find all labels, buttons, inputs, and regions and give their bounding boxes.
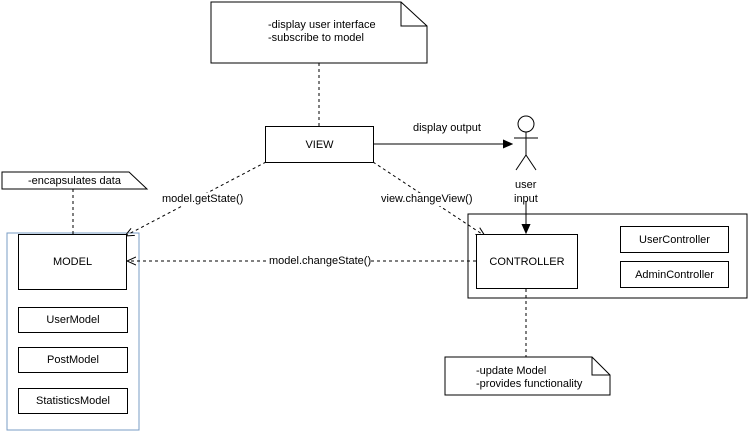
model-note-text: -encapsulates data <box>28 175 121 187</box>
controller-note-text: -update Model -provides functionality <box>476 365 583 390</box>
statistics-model-label: StatisticsModel <box>36 395 110 407</box>
change-state-label: model.changeState() <box>269 255 372 268</box>
view-note-text: -display user interface -subscribe to mo… <box>268 19 376 44</box>
display-output-label: display output <box>413 122 481 134</box>
post-model-box: PostModel <box>18 347 128 373</box>
admin-controller-label: AdminController <box>635 268 714 281</box>
post-model-label: PostModel <box>47 354 99 366</box>
actor-label-user: user <box>515 179 537 191</box>
view-box: VIEW <box>265 126 374 163</box>
controller-box: CONTROLLER <box>476 234 578 289</box>
user-model-box: UserModel <box>18 307 128 333</box>
controller-note-fold <box>591 357 610 376</box>
controller-box-label: CONTROLLER <box>489 255 565 268</box>
view-box-label: VIEW <box>305 138 334 151</box>
user-model-label: UserModel <box>46 314 100 326</box>
model-box: MODEL <box>18 234 127 290</box>
view-note-shape <box>210 1 428 64</box>
controller-note-shape <box>444 356 611 396</box>
actor-label-input: input <box>514 193 538 205</box>
model-box-label: MODEL <box>52 256 93 268</box>
controller-group-container <box>467 213 748 299</box>
admin-controller-box: AdminController <box>620 261 729 288</box>
statistics-model-box: StatisticsModel <box>18 388 128 414</box>
view-note-fold <box>400 2 427 27</box>
model-note-shape <box>1 171 149 190</box>
user-actor-icon <box>514 115 538 171</box>
user-controller-label: UserController <box>639 233 710 246</box>
user-controller-box: UserController <box>620 226 729 253</box>
change-view-label: view.changeView() <box>381 193 473 206</box>
get-state-label: model.getState() <box>162 193 244 206</box>
